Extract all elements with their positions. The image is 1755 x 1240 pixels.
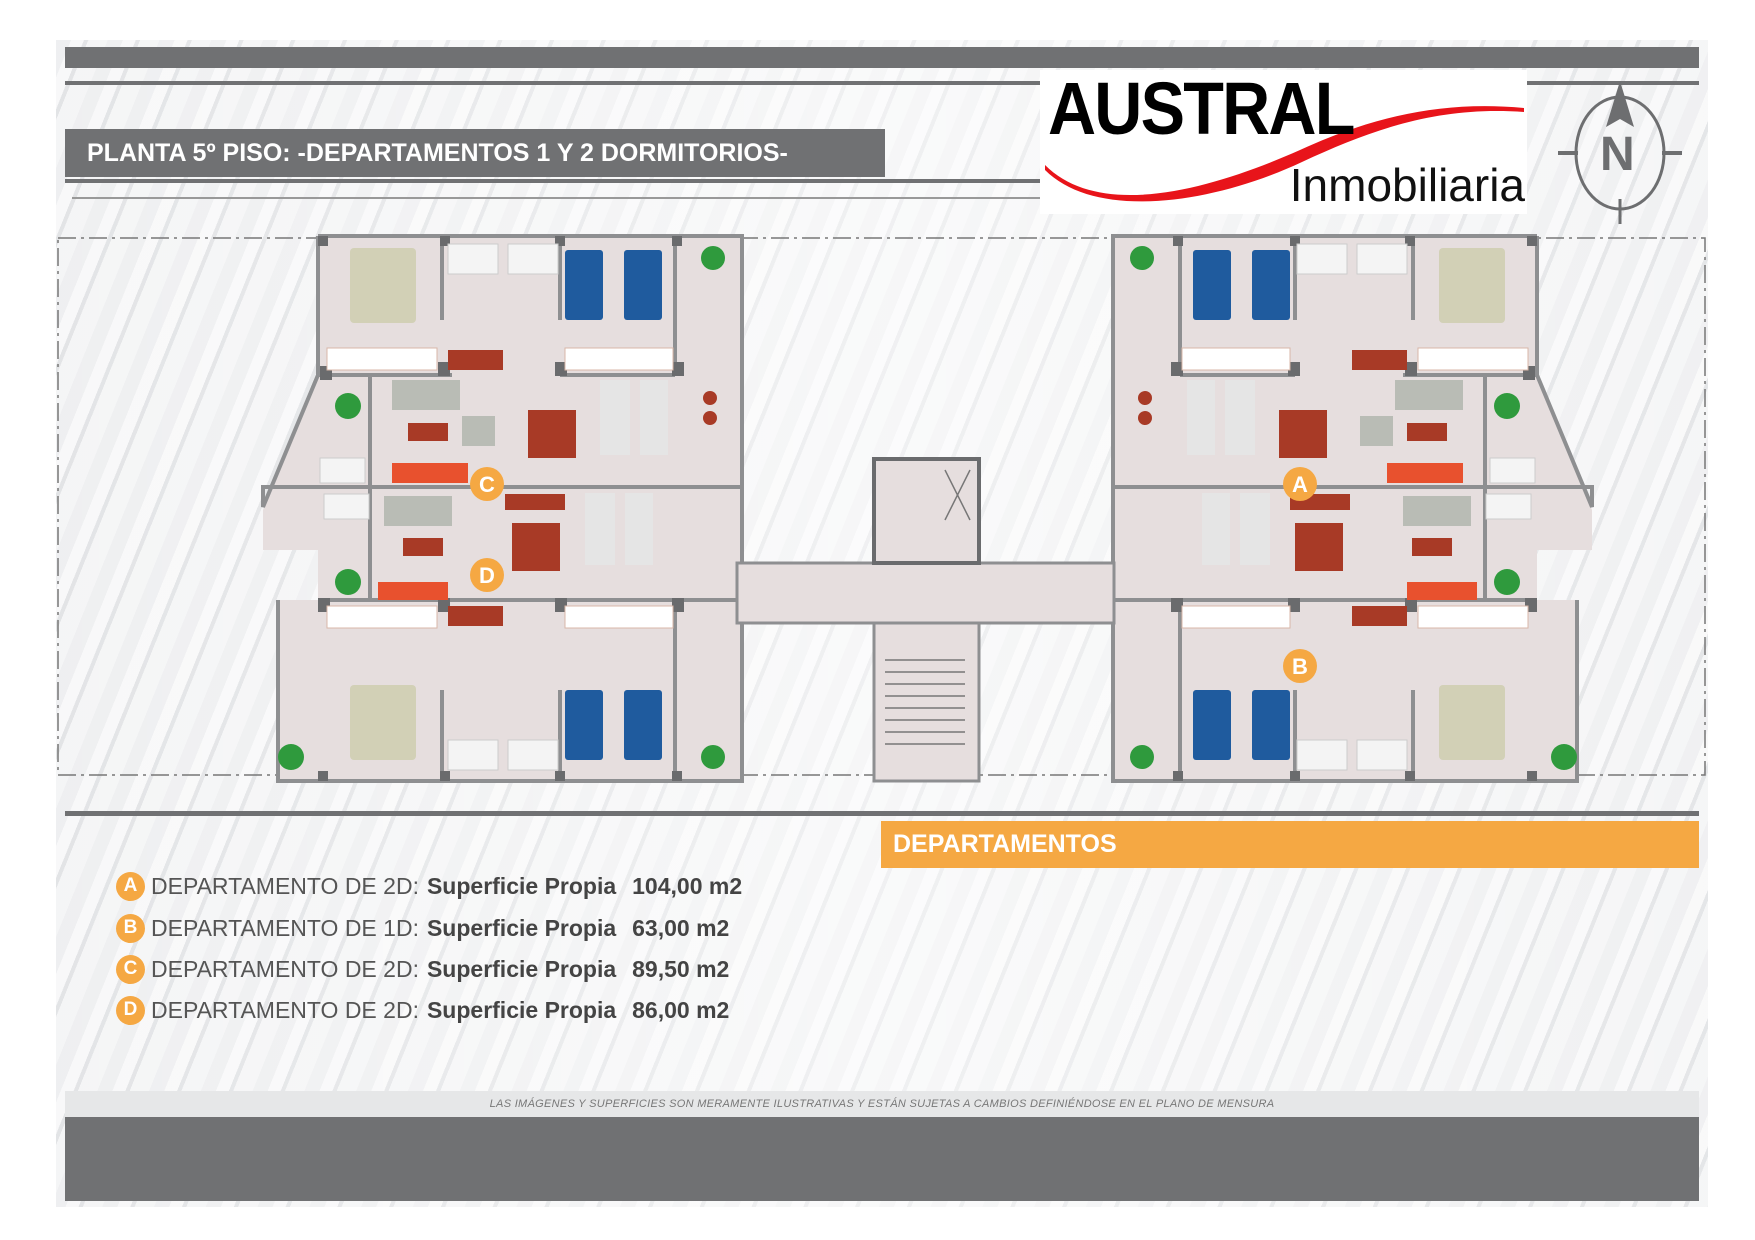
top-bar bbox=[65, 47, 1699, 68]
legend-item-c: C DEPARTAMENTO DE 2D: Superficie Propia … bbox=[116, 952, 729, 986]
area-label: Superficie Propia bbox=[426, 872, 617, 899]
compass-north-icon: N bbox=[1558, 79, 1682, 224]
unit-label-c bbox=[470, 467, 504, 501]
area-label: Superficie Propia bbox=[426, 955, 617, 982]
austral-logo: AUSTRAL Inmobiliaria bbox=[1040, 67, 1527, 214]
area-value: 104,00 m2 bbox=[632, 872, 743, 899]
unit-type: DEPARTAMENTO DE 2D: bbox=[151, 872, 419, 899]
building-block-left bbox=[261, 234, 744, 783]
unit-type: DEPARTAMENTO DE 1D: bbox=[151, 914, 419, 941]
unit-letter: C bbox=[479, 472, 495, 497]
common-core bbox=[735, 457, 1116, 783]
unit-letter: D bbox=[479, 563, 495, 588]
legend-item-b: B DEPARTAMENTO DE 1D: Superficie Propia … bbox=[116, 911, 729, 945]
area-label: Superficie Propia bbox=[426, 996, 617, 1023]
area-value: 63,00 m2 bbox=[632, 914, 730, 941]
logo-brand: AUSTRAL bbox=[1048, 67, 1355, 150]
section-title: DEPARTAMENTOS bbox=[881, 821, 1699, 868]
unit-type: DEPARTAMENTO DE 2D: bbox=[151, 955, 419, 982]
unit-letter: A bbox=[1292, 472, 1308, 497]
compass-label: N bbox=[1600, 128, 1635, 181]
logo-swoosh bbox=[1045, 106, 1524, 202]
area-label: Superficie Propia bbox=[426, 914, 617, 941]
divider bbox=[65, 179, 1040, 183]
area-value: 89,50 m2 bbox=[632, 955, 730, 982]
unit-letter: B bbox=[1292, 654, 1308, 679]
unit-type: DEPARTAMENTO DE 2D: bbox=[151, 996, 419, 1023]
unit-label-a bbox=[1283, 467, 1317, 501]
unit-badge: D bbox=[116, 995, 145, 1025]
area-value: 86,00 m2 bbox=[632, 996, 730, 1023]
divider bbox=[1527, 81, 1699, 85]
building-block-right bbox=[1111, 234, 1594, 783]
footer-bar bbox=[65, 1117, 1699, 1201]
unit-badge: C bbox=[116, 954, 145, 984]
logo-subtitle: Inmobiliaria bbox=[1289, 159, 1525, 211]
page-title: PLANTA 5º PISO: -DEPARTAMENTOS 1 Y 2 DOR… bbox=[65, 129, 885, 177]
disclaimer: LAS IMÁGENES Y SUPERFICIES SON MERAMENTE… bbox=[65, 1091, 1699, 1117]
unit-label-b bbox=[1283, 649, 1317, 683]
divider bbox=[65, 811, 1699, 816]
legend-item-d: D DEPARTAMENTO DE 2D: Superficie Propia … bbox=[116, 993, 729, 1027]
legend-item-a: A DEPARTAMENTO DE 2D: Superficie Propia … bbox=[116, 869, 742, 903]
unit-badge: A bbox=[116, 871, 145, 901]
unit-badge: B bbox=[116, 913, 145, 943]
divider bbox=[72, 197, 1040, 199]
divider bbox=[65, 81, 1040, 85]
unit-label-d bbox=[470, 558, 504, 592]
